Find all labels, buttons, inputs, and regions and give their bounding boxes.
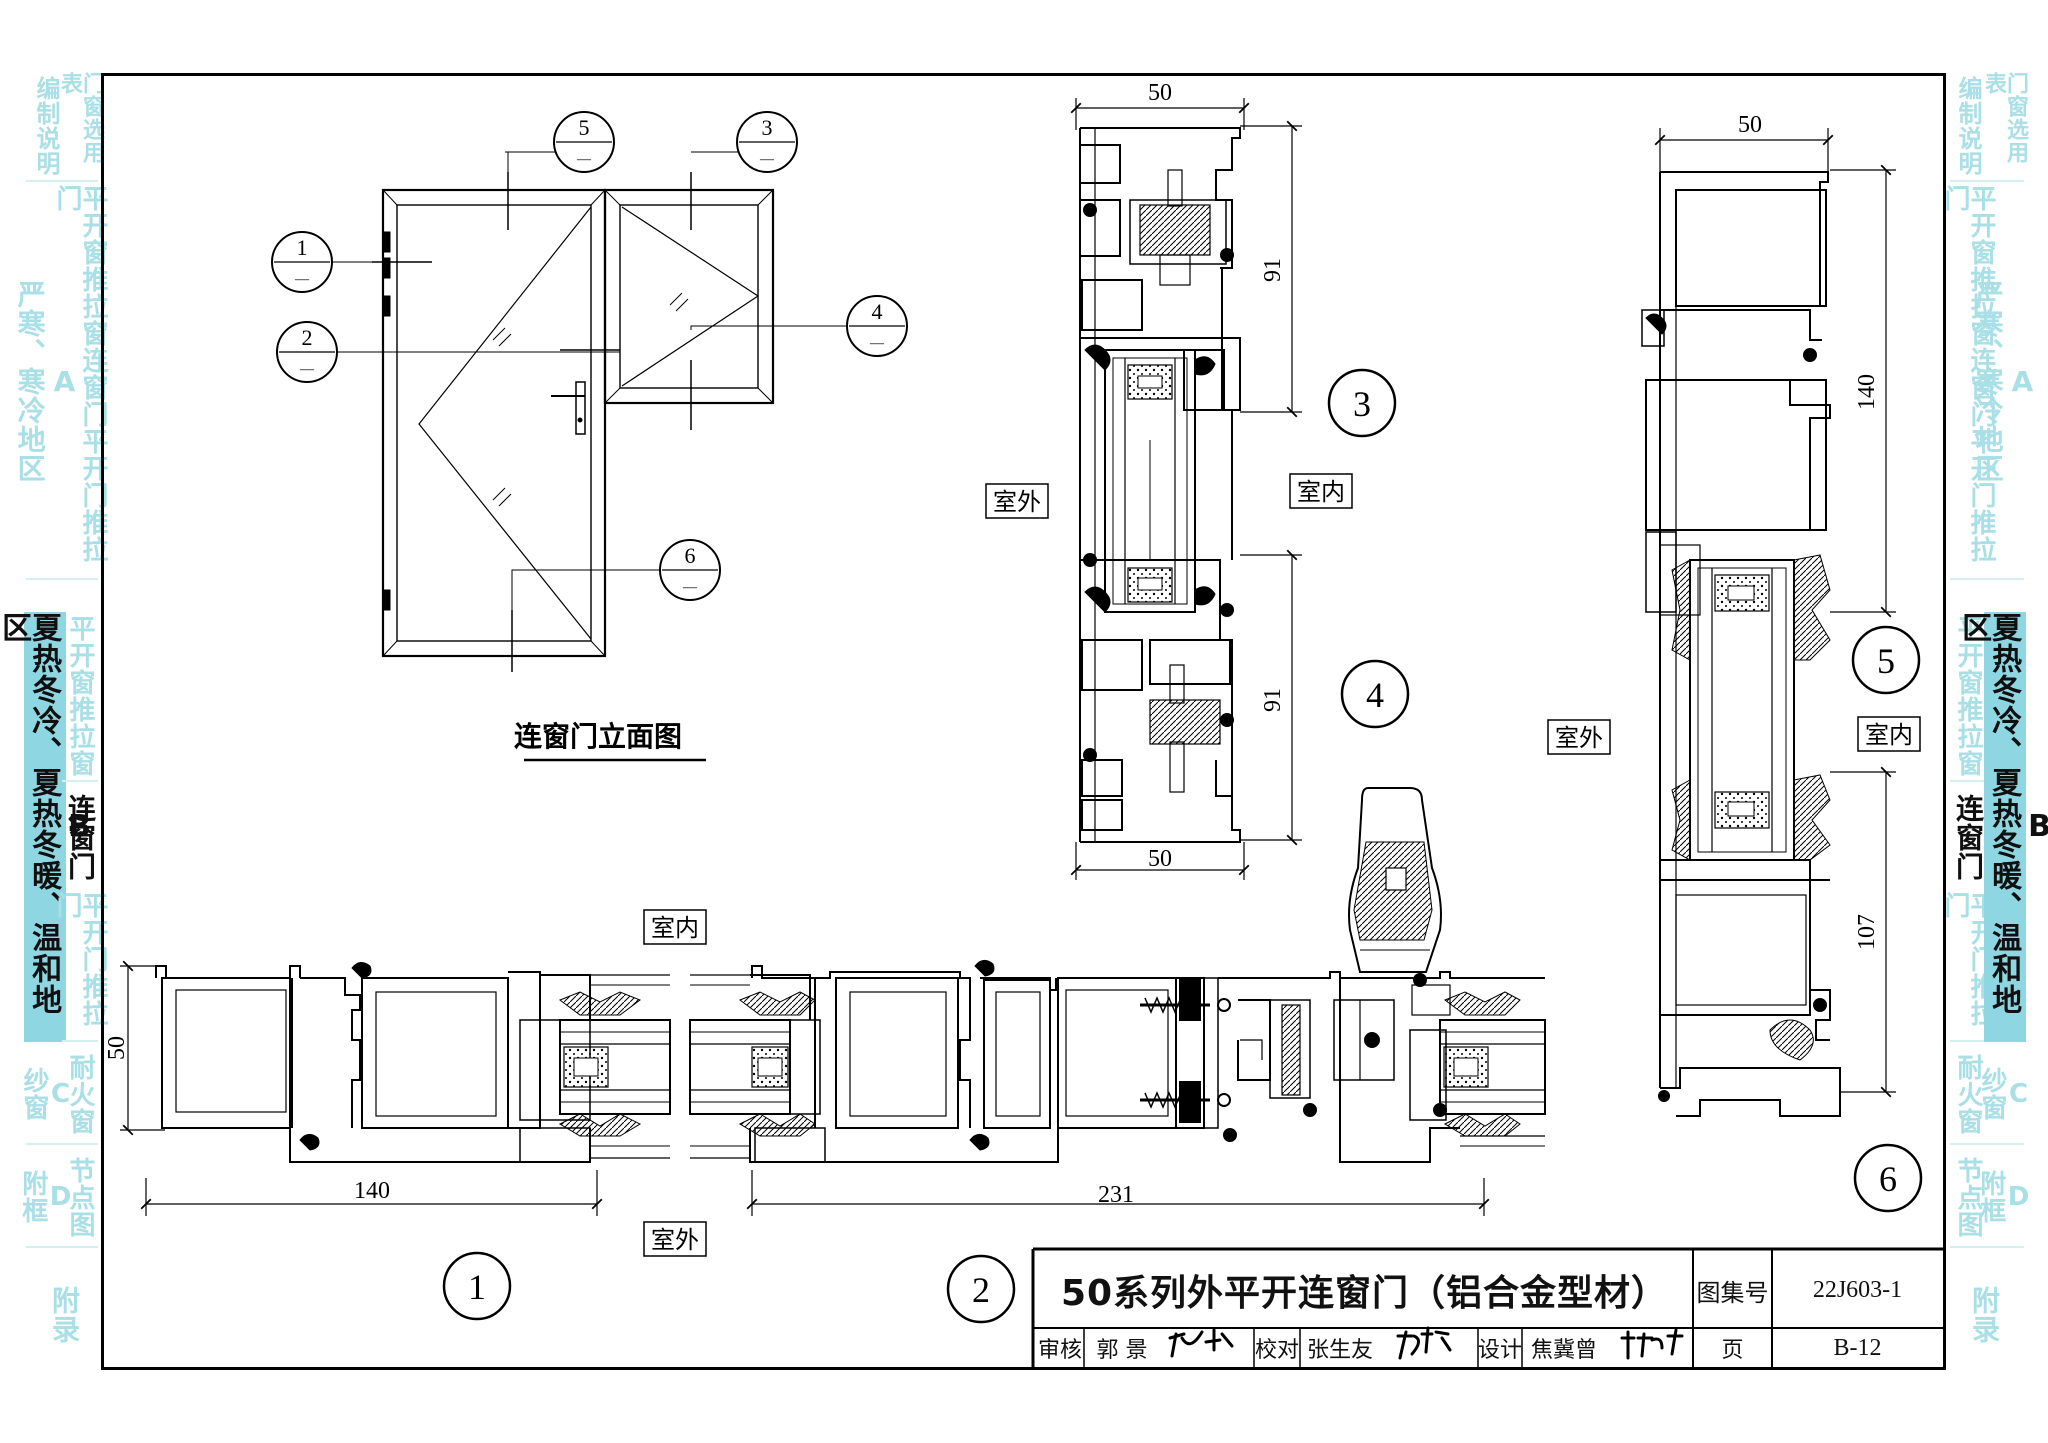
label-inside-34: 室内	[1297, 478, 1345, 506]
review-label: 审核	[1037, 1338, 1082, 1363]
sidebar-right-tab-selection-table[interactable]: 门窗选用表	[1981, 72, 2028, 182]
section-5-6	[1641, 171, 1841, 1117]
design-label: 设计	[1478, 1338, 1523, 1363]
page-label: 页	[1721, 1338, 1744, 1363]
callout-circles	[271, 111, 908, 601]
callout-5-sub: —	[576, 152, 592, 167]
atlas-label: 图集号	[1696, 1278, 1769, 1307]
callout-4-num: 4	[872, 299, 883, 324]
callout-1-num: 1	[297, 235, 308, 260]
detail-marker-4: 4	[1366, 675, 1384, 715]
label-outside-56: 室外	[1555, 724, 1603, 752]
checker-name: 张生友	[1306, 1338, 1373, 1363]
detail-marker-2: 2	[972, 1270, 990, 1310]
callout-3-sub: —	[759, 152, 775, 167]
dim-6-height: 107	[1854, 914, 1880, 950]
sidebar-tab-selection-table[interactable]: 门窗选用表	[57, 72, 104, 182]
sidebar-right-tab-b-windows[interactable]: 平开窗推拉窗	[1950, 612, 1986, 782]
dims-5-6	[1654, 128, 1896, 1098]
reviewer-name: 郭 景	[1096, 1338, 1148, 1363]
dim-3-height: 91	[1260, 258, 1286, 282]
callout-3-num: 3	[762, 115, 773, 140]
reviewer-signature	[1168, 1328, 1234, 1358]
dims-3-4	[1070, 98, 1302, 880]
sidebar-right-tab-fire-window[interactable]: 耐火窗	[1950, 1045, 1986, 1145]
checker-signature	[1396, 1326, 1452, 1360]
dim-4-height: 91	[1260, 688, 1286, 712]
drawing-title: 50系列外平开连窗门（铝合金型材）	[1060, 1273, 1669, 1314]
callout-6-sub: —	[682, 580, 698, 595]
dims-1-2	[120, 960, 1490, 1216]
detail-marker-3: 3	[1353, 384, 1371, 424]
sidebar-tab-compile-notes[interactable]: 编制说明	[26, 72, 66, 182]
label-outside-12: 室外	[651, 1226, 699, 1254]
sidebar-right-tab-appendix[interactable]: 附录	[1968, 1286, 2001, 1344]
dim-2-width: 231	[1098, 1182, 1134, 1208]
sidebar-tab-fire-window[interactable]: 耐火窗	[62, 1045, 98, 1145]
dim-5-6-top: 50	[1738, 112, 1762, 138]
designer-signature	[1620, 1328, 1684, 1360]
sidebar-tab-node-drawings[interactable]: 节点图	[62, 1148, 98, 1248]
callout-2-num: 2	[302, 325, 313, 350]
drawing-frame	[101, 73, 1946, 1370]
dim-1-height: 50	[104, 1036, 130, 1060]
section-1-2	[155, 787, 1546, 1163]
signatures	[1168, 1326, 1684, 1360]
detail-marker-1: 1	[468, 1267, 486, 1307]
sidebar-right-tab-compile-notes[interactable]: 编制说明	[1950, 72, 1986, 182]
callout-6-num: 6	[685, 543, 696, 568]
elevation-drawing	[332, 151, 847, 672]
detail-marker-5: 5	[1877, 641, 1895, 681]
callout-texts: 1 — 2 — 5 — 3 — 4 — 6 —	[294, 115, 885, 595]
sidebar-right-tab-node-drawings[interactable]: 节点图	[1950, 1148, 1986, 1248]
title-block-lines	[1031, 1247, 1943, 1368]
dim-3-4-bottom: 50	[1148, 846, 1172, 872]
section-break-gap	[672, 966, 688, 1178]
label-inside-56: 室内	[1865, 721, 1913, 749]
dim-3-4-top: 50	[1148, 80, 1172, 106]
elevation-title: 连窗门立面图	[514, 720, 682, 753]
label-inside-12: 室内	[651, 914, 699, 942]
dim-5-height: 140	[1854, 374, 1880, 410]
section-3-4	[1079, 127, 1241, 843]
dim-1-width: 140	[354, 1178, 390, 1204]
callout-2-sub: —	[299, 362, 315, 377]
callout-4-sub: —	[869, 336, 885, 351]
designer-name: 焦冀曾	[1530, 1338, 1597, 1363]
callout-5-num: 5	[579, 115, 590, 140]
callout-1-sub: —	[294, 272, 310, 287]
detail-marker-6: 6	[1879, 1159, 1897, 1199]
sidebar-tab-appendix[interactable]: 附录	[48, 1286, 81, 1344]
sidebar-right-tab-b-window-door[interactable]: 连窗门	[1952, 793, 1985, 881]
sidebar-tab-b-windows[interactable]: 平开窗推拉窗	[62, 612, 98, 782]
check-label: 校对	[1254, 1338, 1299, 1363]
atlas-number: 22J603-1	[1812, 1276, 1903, 1303]
room-labels	[643, 473, 1921, 1257]
label-outside-34: 室外	[993, 488, 1041, 516]
page-number: B-12	[1833, 1334, 1882, 1361]
detail-markers	[442, 368, 1923, 1324]
sidebar-tab-b-window-door[interactable]: 连窗门	[64, 793, 97, 881]
